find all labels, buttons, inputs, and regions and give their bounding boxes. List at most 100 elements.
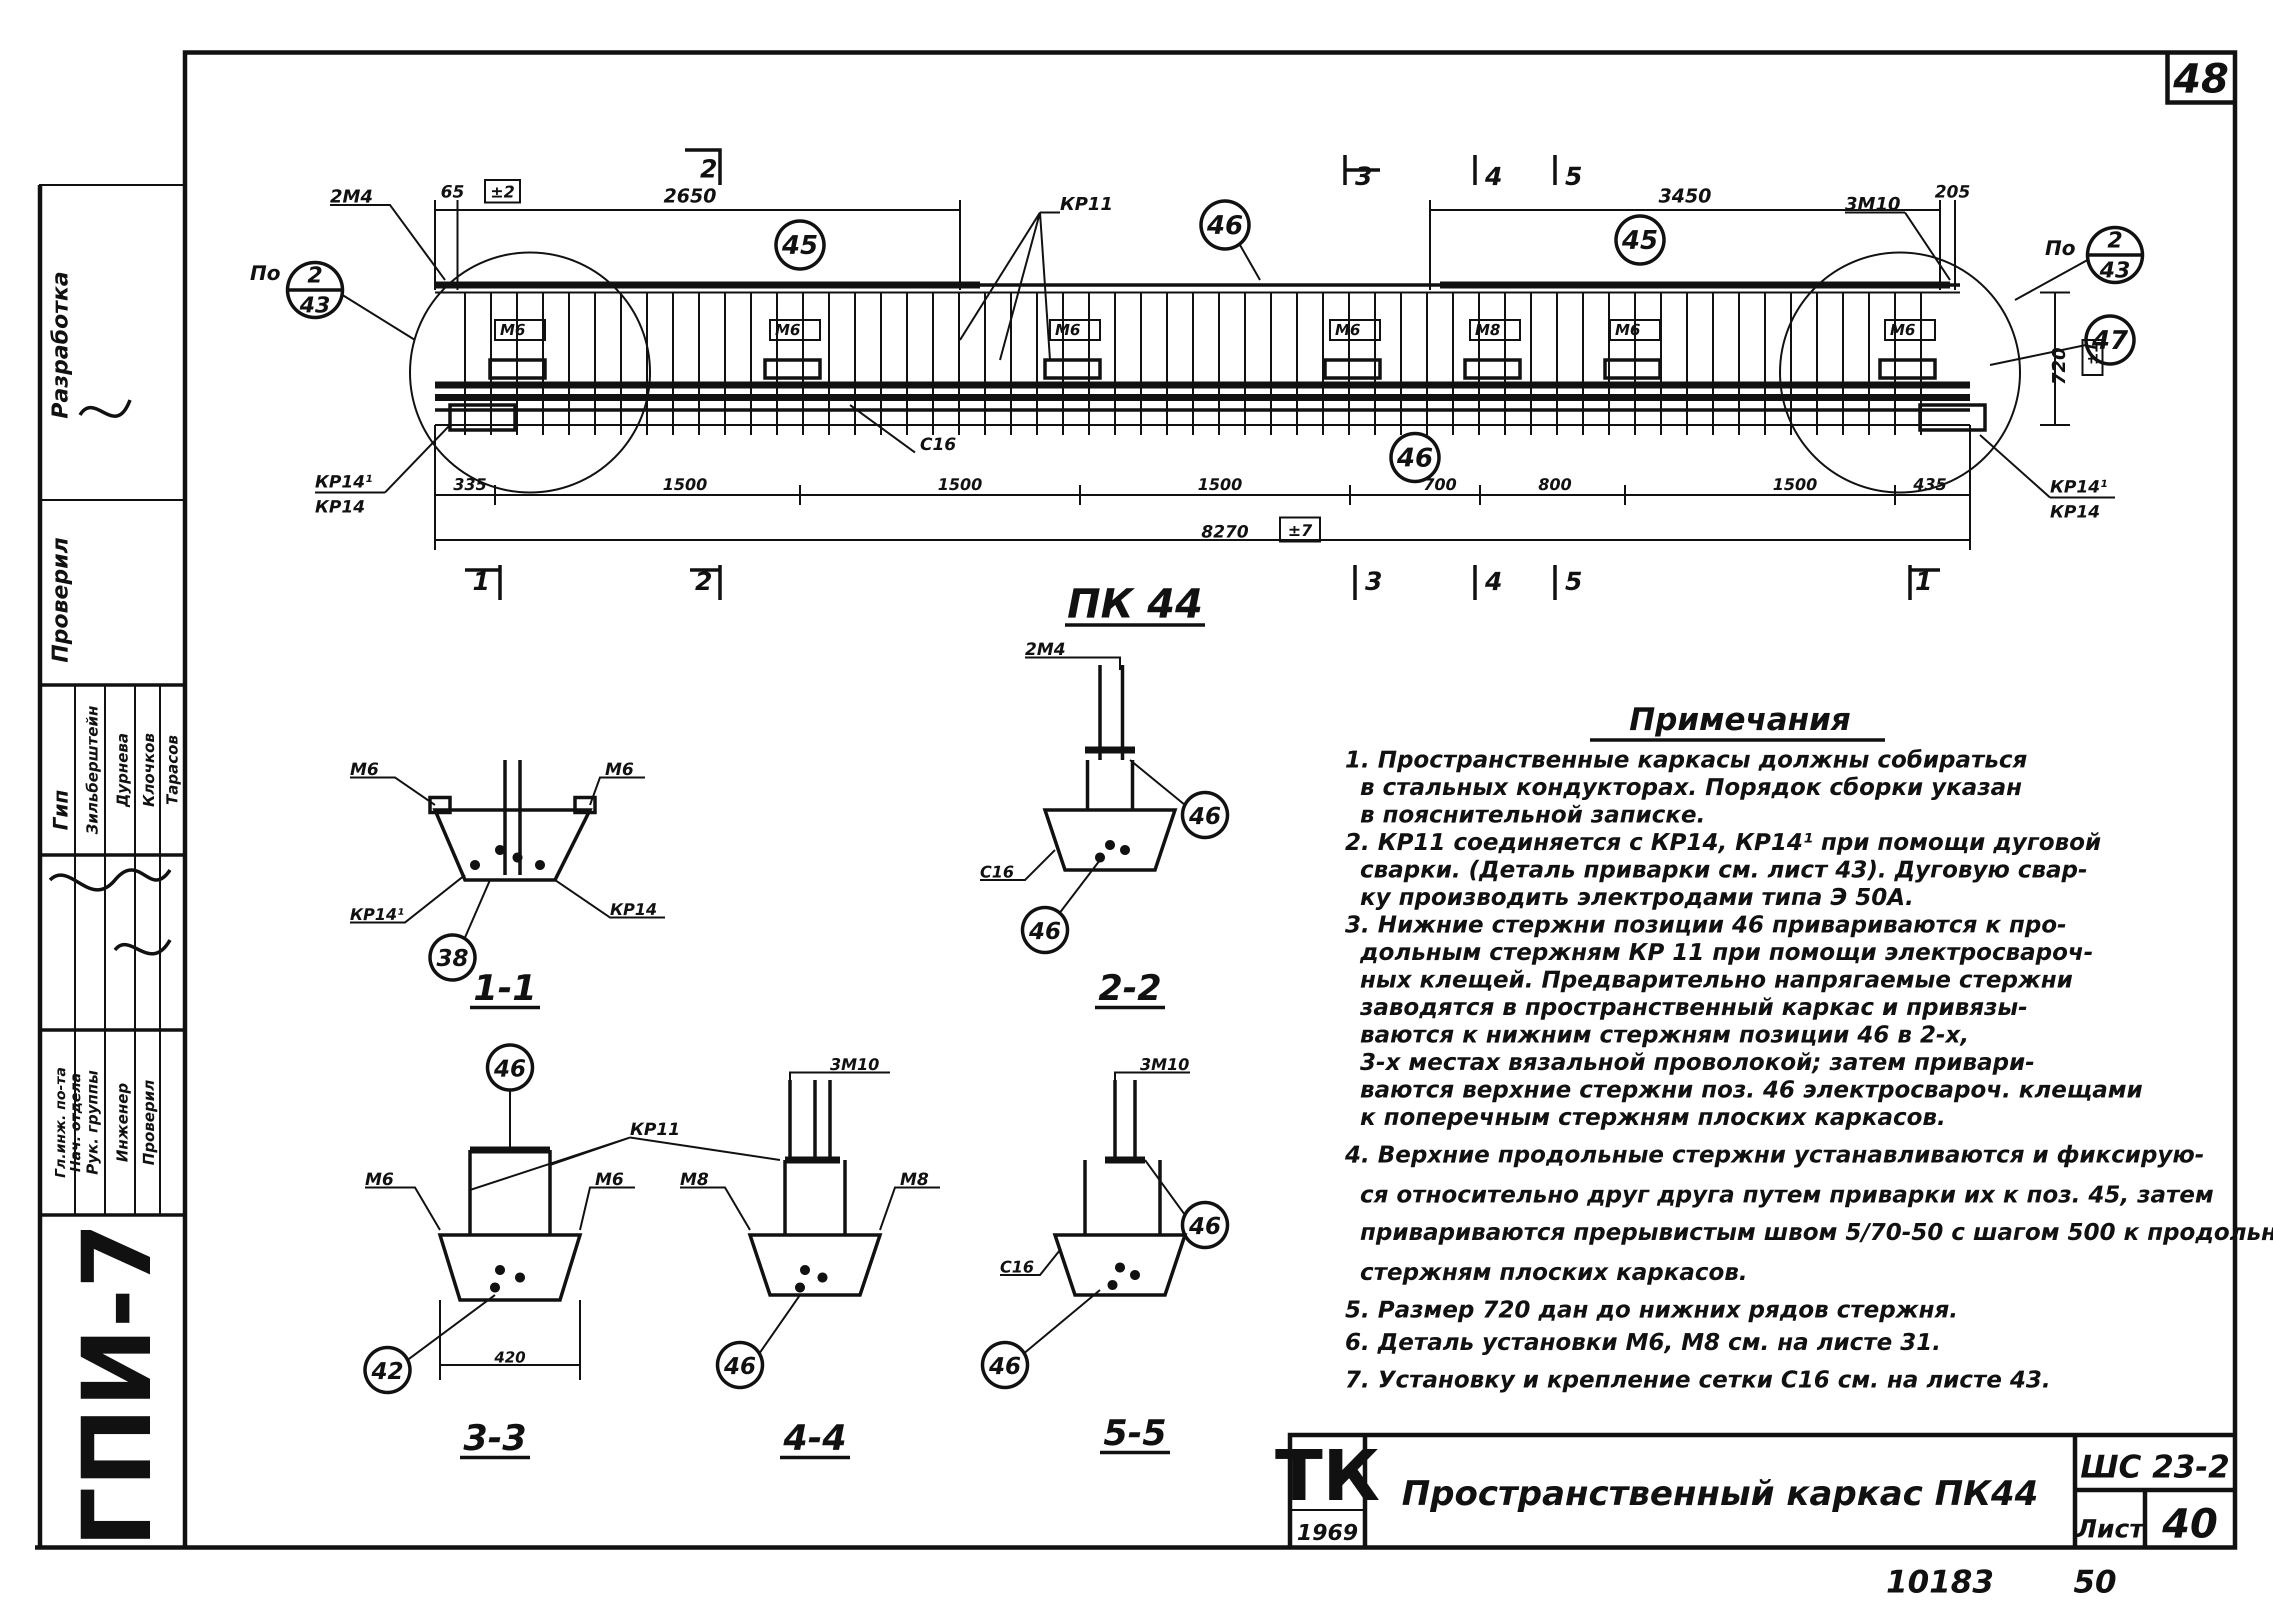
embedded-plate-label: М6 <box>1890 322 1916 339</box>
notes-line: 2. КР11 соединяется с КР14, КР14¹ при по… <box>1345 828 2101 856</box>
title-block: ТК 1969 Пространственный каркас ПК44 ШС … <box>1275 1432 2238 1550</box>
embedded-plate <box>1323 358 1382 380</box>
s44-m8-right: М8 <box>900 1170 929 1190</box>
side-role-2: Рук. группы <box>84 1070 102 1174</box>
side-name-0: Зильберштейн <box>84 706 102 834</box>
format-number: 50 <box>2074 1564 2116 1600</box>
section-mark-bot-1a: 1 <box>472 567 490 596</box>
section-2-2: 2М4 С16 46 46 2-2 <box>980 640 1230 1010</box>
section-marks: 2 3 4 5 1 2 3 4 5 1 <box>465 148 1940 600</box>
embedded-plate <box>1603 358 1662 380</box>
notes-line: сварки. (Деталь приварки см. лист 43). Д… <box>1360 856 2088 883</box>
notes-line: ваются к нижним стержням позиции 46 в 2-… <box>1360 1021 1969 1048</box>
side-role-4: Проверил <box>140 1080 158 1165</box>
s22-2m4: 2М4 <box>1025 640 1066 660</box>
side-name-3: Тарасов <box>164 735 182 805</box>
side-role-0: Гл.инж. по-та <box>52 1067 68 1178</box>
dim-total: 8270 <box>1202 522 1249 542</box>
dim-tol-2: ±2 <box>490 182 514 202</box>
embedded-plate-label-box <box>1049 319 1101 341</box>
embedded-plate-label-box <box>494 319 546 341</box>
side-role-1: Нач. отдела <box>67 1073 84 1172</box>
callout-46-bottom: 46 <box>1396 443 1433 473</box>
s11-kr14: КР14 <box>610 900 657 919</box>
label-kr14-left: КР14 <box>315 497 365 517</box>
side-stamp-table: Разработка Проверил Гип Гл.инж. по-та На… <box>39 184 186 1217</box>
embedded-plate-label: М8 <box>1475 322 1500 339</box>
embedded-plate <box>1463 358 1522 380</box>
beam-vertical-bars <box>464 292 1922 435</box>
title-year: 1969 <box>1297 1520 1358 1546</box>
side-name-1: Дурнева <box>114 733 132 808</box>
section-mark-top-2: 2 <box>700 154 718 184</box>
dim-1500-d: 1500 <box>1772 475 1817 494</box>
embedded-plate <box>488 358 547 380</box>
detail-circle-left <box>409 252 651 494</box>
s11-m6-left: М6 <box>350 760 379 780</box>
side-stamp-code: ГПИ-7 <box>62 1222 172 1548</box>
section-mark-top-5: 5 <box>1565 162 1582 191</box>
s11-m6-right: М6 <box>605 760 634 780</box>
notes-heading: Примечания <box>1630 701 1851 738</box>
title-series: ШС 23-2 <box>2080 1448 2230 1485</box>
signature-3 <box>78 399 132 418</box>
title-sheet-label: Лист <box>2075 1514 2145 1544</box>
section-mark-bot-3: 3 <box>1365 567 1382 596</box>
dim-800: 800 <box>1538 475 1572 494</box>
s44-m8-left: М8 <box>680 1170 709 1190</box>
s33-dim-420: 420 <box>494 1349 526 1366</box>
top-dimensions: 65 ±2 2650 3450 205 <box>434 179 1970 290</box>
side-gip: Гип <box>50 790 72 830</box>
s33-m6-left: М6 <box>365 1170 394 1190</box>
section-5-5: 3М10 С16 46 46 5-5 <box>980 1055 1230 1454</box>
height-dim: 720 <box>2049 348 2070 385</box>
section-1-1: М6 М6 КР14¹ КР14 38 1-1 <box>350 760 665 1010</box>
s55-3m10: 3М10 <box>1140 1055 1190 1074</box>
callout-45-left: 45 <box>782 230 818 260</box>
label-kr14-right: КР14 <box>2050 502 2100 522</box>
notes-line: в пояснительной записке. <box>1360 801 1706 828</box>
notes-line: 6. Деталь установки М6, М8 см. на листе … <box>1345 1328 1941 1356</box>
s11-kr14-1: КР14¹ <box>350 905 404 924</box>
detail-circle-right <box>1779 252 2021 494</box>
inventory-number: 10183 <box>1886 1564 1994 1600</box>
dim-1500-b: 1500 <box>938 475 982 494</box>
callout-47: 47 <box>2092 326 2128 356</box>
s33-kr11: КР11 <box>630 1120 680 1140</box>
callout-45-right: 45 <box>1622 226 1658 256</box>
main-title: ПК 44 <box>1067 580 1203 627</box>
title-text: Пространственный каркас ПК44 <box>1402 1474 2038 1514</box>
section-5-5-title: 5-5 <box>1104 1412 1166 1454</box>
s44-callout-46: 46 <box>724 1352 756 1380</box>
notes-line: 7. Установку и крепление сетки С16 см. н… <box>1345 1366 2050 1393</box>
embedded-plate-label: М6 <box>1335 322 1360 339</box>
dim-total-tol: ±7 <box>1288 521 1312 540</box>
title-sheet-no: 40 <box>2162 1500 2218 1547</box>
label-kr14-1-left: КР14¹ <box>315 472 372 492</box>
embedded-plate-label-box <box>1329 319 1381 341</box>
dim-205: 205 <box>1935 182 1970 202</box>
section-mark-bot-1b: 1 <box>1915 567 1932 596</box>
label-po-right: По <box>2045 237 2076 260</box>
s55-c16: С16 <box>1000 1258 1034 1276</box>
notes-line: ных клещей. Предварительно напрягаемые с… <box>1360 966 2073 993</box>
label-po-left-den: 43 <box>299 292 330 318</box>
section-4-4-title: 4-4 <box>783 1418 846 1458</box>
label-po-right-den: 43 <box>2099 258 2130 283</box>
section-1-1-title: 1-1 <box>474 968 536 1008</box>
section-4-4: 3М10 М8 М8 46 4-4 <box>680 1055 940 1460</box>
side-prov: Проверил <box>48 538 73 663</box>
notes-line: 4. Верхние продольные стержни устанавлив… <box>1344 1141 2204 1168</box>
embedded-plate-label-box <box>769 319 821 341</box>
embedded-plate <box>1043 358 1102 380</box>
dim-435: 435 <box>1913 475 1947 494</box>
dim-1500-a: 1500 <box>662 475 707 494</box>
section-mark-bot-2: 2 <box>695 567 712 596</box>
notes-block: Примечания 1. Пространственные каркасы д… <box>1344 701 2273 1393</box>
embedded-plate-label-box <box>1469 319 1521 341</box>
s33-callout-42: 42 <box>371 1358 404 1384</box>
dim-2650: 2650 <box>664 185 716 207</box>
section-mark-top-3: 3 <box>1355 162 1372 191</box>
